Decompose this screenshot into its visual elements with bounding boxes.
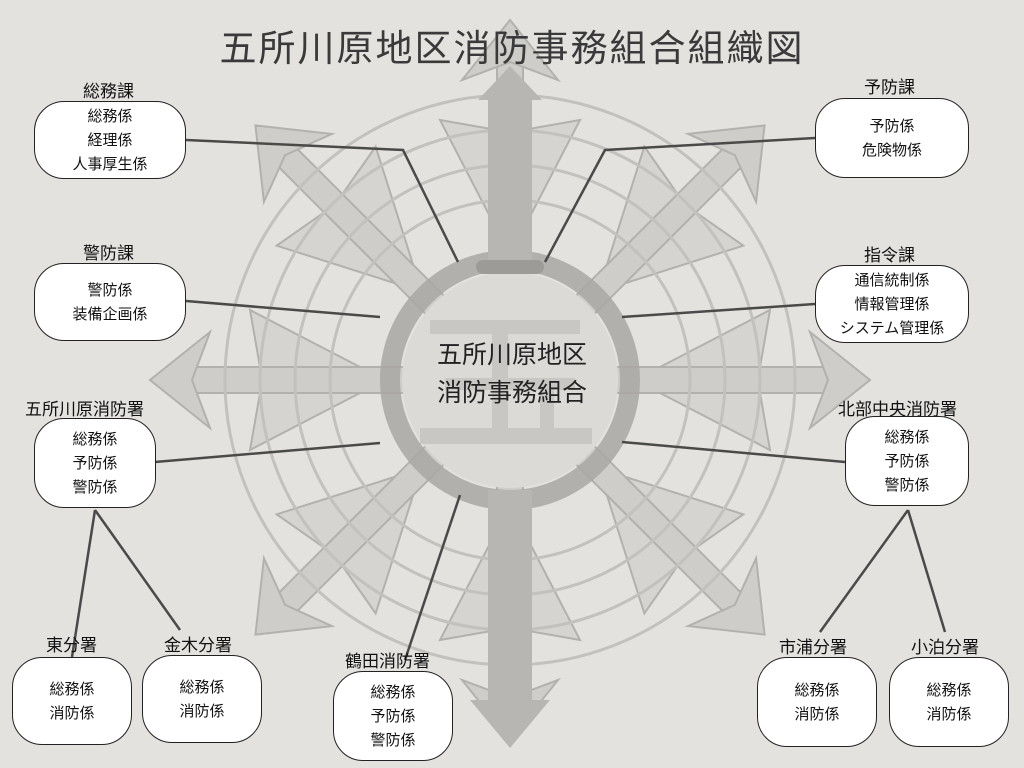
- section-item: 予防係: [884, 452, 930, 470]
- dept-name: 予防課: [864, 78, 915, 98]
- dept-name: 指令課: [864, 246, 915, 266]
- section-item: 人事厚生係: [72, 155, 148, 173]
- section-item: 情報管理係: [854, 295, 930, 313]
- center-label-line-2: 消防事務組合: [436, 378, 587, 407]
- section-item: 総務係: [49, 680, 95, 698]
- center-organization: 五所川原地区 消防事務組合: [388, 336, 636, 412]
- section-item: 装備企画係: [72, 305, 148, 323]
- section-item: 予防係: [370, 707, 416, 725]
- dept-box: 予防係 危険物係: [815, 98, 969, 178]
- dept-name: 五所川原消防署: [25, 400, 144, 420]
- dept-box: 総務係 消防係: [142, 655, 262, 743]
- emblem-ray: [148, 308, 411, 452]
- dept-name: 警防課: [83, 244, 134, 264]
- emblem-spire: [470, 66, 550, 748]
- section-item: 警防係: [370, 731, 416, 749]
- section-item: 消防係: [49, 704, 95, 722]
- section-item: 消防係: [179, 702, 225, 720]
- dept-name: 鶴田消防署: [345, 652, 430, 672]
- section-item: 危険物係: [861, 141, 922, 159]
- section-item: 総務係: [794, 681, 840, 699]
- section-item: 警防係: [87, 281, 133, 299]
- emblem-ray: [254, 440, 450, 636]
- section-item: 総務係: [370, 683, 416, 701]
- section-item: 総務係: [72, 430, 118, 448]
- dept-box: 総務係 消防係: [889, 657, 1009, 747]
- section-item: システム管理係: [839, 319, 945, 337]
- dept-box: 総務係 消防係: [757, 657, 877, 747]
- dept-name: 北部中央消防署: [838, 400, 957, 420]
- section-item: 経理係: [87, 131, 133, 149]
- section-item: 総務係: [87, 107, 133, 125]
- section-item: 総務係: [926, 681, 972, 699]
- section-item: 消防係: [926, 705, 972, 723]
- dept-box: 総務係 予防係 警防係: [333, 671, 453, 761]
- section-item: 予防係: [869, 117, 915, 135]
- dept-box: 総務係 予防係 警防係: [845, 416, 969, 506]
- page-title: 五所川原地区消防事務組合組織図: [219, 27, 805, 70]
- section-item: 予防係: [72, 454, 118, 472]
- section-item: 総務係: [884, 428, 930, 446]
- section-item: 警防係: [884, 476, 930, 494]
- section-item: 総務係: [179, 678, 225, 696]
- dept-name: 小泊分署: [911, 638, 979, 658]
- dept-name: 総務課: [83, 82, 134, 102]
- section-item: 消防係: [794, 705, 840, 723]
- dept-box: 通信統制係 情報管理係 システム管理係: [815, 265, 969, 343]
- section-item: 通信統制係: [854, 271, 930, 289]
- dept-name: 東分署: [46, 636, 97, 656]
- dept-box: 総務係 予防係 警防係: [34, 418, 156, 508]
- emblem-go-glyph: [420, 320, 592, 444]
- emblem-ray: [570, 440, 766, 636]
- dept-box: 総務係 経理係 人事厚生係: [34, 101, 186, 179]
- dept-box: 警防係 装備企画係: [34, 263, 186, 341]
- section-item: 警防係: [72, 478, 118, 496]
- center-label-line-1: 五所川原地区: [436, 340, 587, 369]
- dept-name: 市浦分署: [779, 638, 847, 658]
- dept-box: 総務係 消防係: [12, 657, 132, 745]
- dept-name: 金木分署: [164, 636, 232, 656]
